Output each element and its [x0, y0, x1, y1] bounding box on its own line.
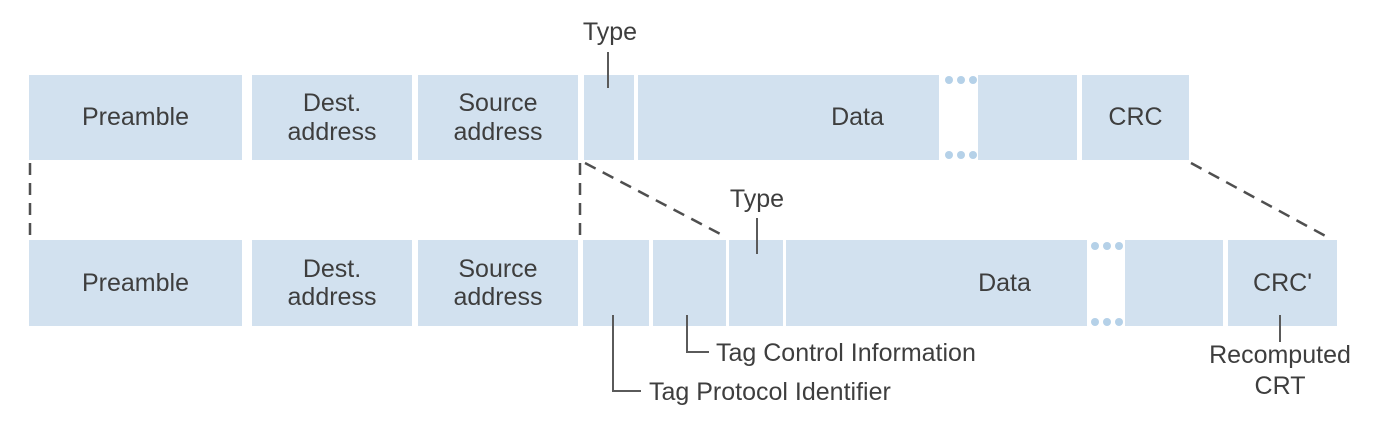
- dot: [1103, 318, 1111, 326]
- bottom-data-label: Data: [978, 268, 1031, 297]
- recomputed-crc-label: Recomputed CRT: [1209, 341, 1351, 400]
- bottom-preamble-field: Preamble: [29, 240, 242, 326]
- tag-protocol-identifier-label: Tag Protocol Identifier: [649, 378, 891, 406]
- dot: [1115, 318, 1123, 326]
- dot: [1103, 242, 1111, 250]
- bottom-data-continuation-field: [1125, 240, 1223, 326]
- dot: [1091, 318, 1099, 326]
- dot: [957, 76, 965, 84]
- dot: [945, 76, 953, 84]
- tag-control-information-label: Tag Control Information: [716, 339, 976, 367]
- tag-protocol-identifier-pointer-line: [612, 315, 641, 392]
- top-crc-field: CRC: [1082, 75, 1189, 160]
- bottom-source-address-field: Source address: [418, 240, 578, 326]
- ellipsis-dots: [945, 76, 977, 84]
- ellipsis-dots: [1091, 242, 1123, 250]
- top-preamble-field: Preamble: [29, 75, 242, 160]
- type-label-top: Type: [582, 18, 638, 46]
- tag-protocol-identifier-field: [583, 240, 649, 326]
- ellipsis-dots: [945, 151, 977, 159]
- dot: [969, 151, 977, 159]
- top-data-field: [638, 75, 939, 160]
- dot: [1115, 242, 1123, 250]
- dot: [969, 76, 977, 84]
- bottom-crc-field: CRC': [1228, 240, 1337, 326]
- tag-control-information-field: [653, 240, 726, 326]
- top-source-address-field: Source address: [418, 75, 578, 160]
- bottom-dest-address-field: Dest. address: [252, 240, 412, 326]
- dot: [957, 151, 965, 159]
- top-dest-address-field: Dest. address: [252, 75, 412, 160]
- dot: [1091, 242, 1099, 250]
- dashed-connector-middle-diagonal: [584, 161, 727, 239]
- dashed-connector-right-diagonal: [1190, 161, 1332, 241]
- top-data-label: Data: [831, 103, 884, 132]
- top-type-field: [584, 75, 634, 160]
- ellipsis-dots: [1091, 318, 1123, 326]
- type-label-bottom: Type: [729, 185, 785, 213]
- dot: [945, 151, 953, 159]
- top-data-continuation-field: [978, 75, 1077, 160]
- bottom-data-field: [786, 240, 1087, 326]
- bottom-type-field: [729, 240, 783, 326]
